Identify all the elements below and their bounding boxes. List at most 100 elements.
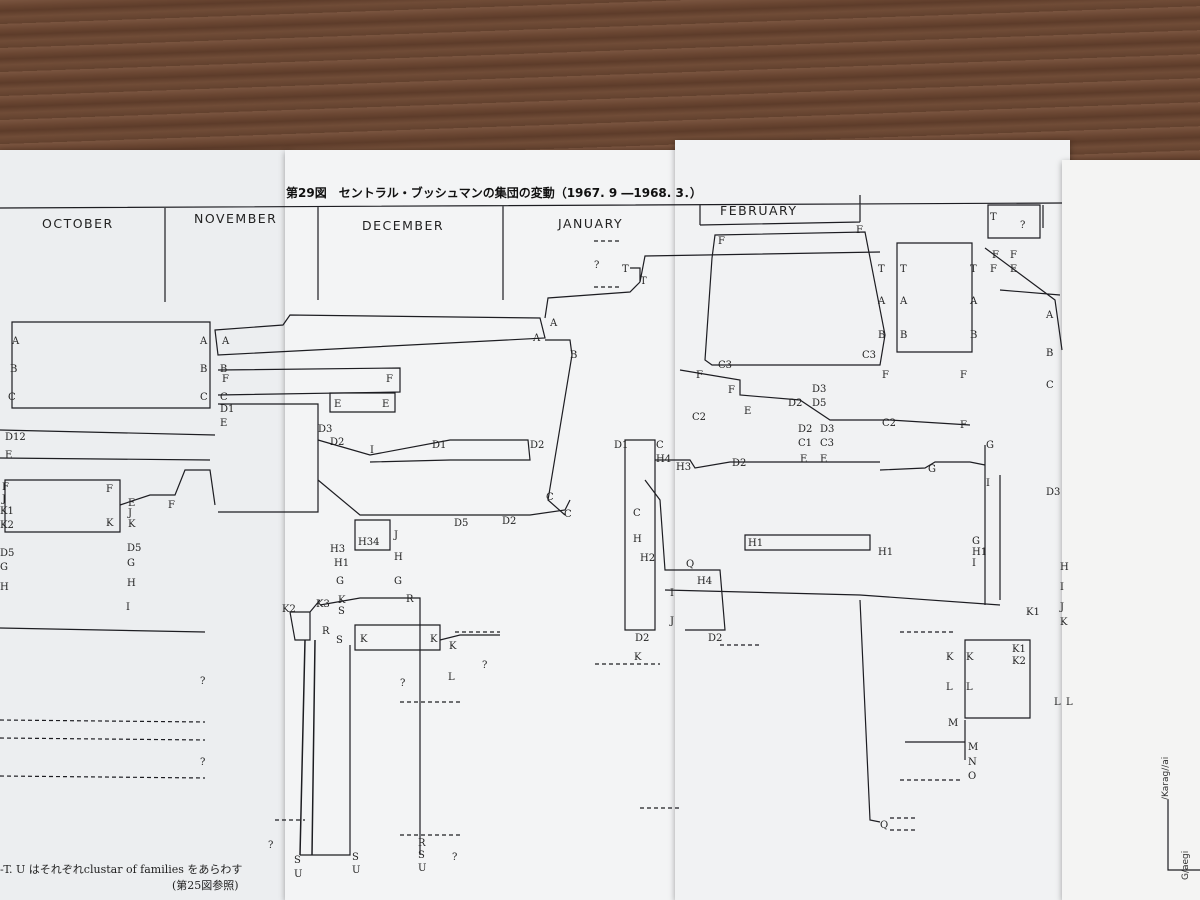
- label-c-left: C: [8, 392, 16, 403]
- label-c-jan3: C: [656, 440, 664, 451]
- label-l-far2: L: [1066, 697, 1073, 708]
- label-b-right3: B: [970, 330, 977, 341]
- label-d3-right: D3: [1046, 487, 1060, 498]
- side-label-karag: /Karag//ai: [1161, 757, 1171, 800]
- month-february: FEBRUARY: [720, 203, 798, 218]
- label-k-box-dec: K: [360, 634, 368, 645]
- label-k-right: K: [946, 652, 954, 663]
- label-s-dec2: S: [336, 635, 343, 646]
- label-l-right2: L: [966, 682, 973, 693]
- label-f-dec-right: F: [386, 374, 393, 385]
- label-d1-dec: D1: [220, 404, 234, 415]
- label-h1-right: H1: [972, 547, 987, 558]
- label-q-dec1: ?: [482, 660, 487, 671]
- label-f-box-right2: F: [1010, 250, 1017, 261]
- label-c3-feb3: C3: [820, 438, 834, 449]
- label-h4-jan: H4: [656, 454, 671, 465]
- label-f-box-right3: F: [990, 264, 997, 275]
- label-e-feb2: E: [800, 454, 807, 465]
- box-h1-feb: [744, 534, 871, 551]
- footnote-line-2: (第25図参照): [172, 878, 239, 892]
- line-m-right: [905, 720, 966, 760]
- dash-left-2: [0, 737, 206, 741]
- month-january: JANUARY: [557, 216, 623, 231]
- line-jan-lower: [644, 479, 726, 631]
- label-a-nov: A: [199, 336, 208, 347]
- label-a-right: A: [877, 296, 886, 307]
- label-e-box-right: E: [382, 399, 389, 410]
- label-l-dec: L: [448, 672, 455, 683]
- label-t-jan2: T: [640, 276, 647, 287]
- label-h-left: H: [0, 582, 9, 593]
- label-q-dec2: ?: [400, 678, 405, 689]
- label-f-nov: F: [168, 500, 175, 511]
- label-h-far: H: [1060, 562, 1069, 573]
- side-label-gaegi: G/aegi: [1181, 851, 1191, 880]
- line-k-left: [0, 627, 206, 633]
- label-k-far: K: [1060, 617, 1068, 628]
- dash-left-3: [0, 775, 206, 779]
- label-t-jan: T: [622, 264, 629, 275]
- label-d3-feb2: D3: [820, 424, 834, 435]
- label-f-left: F: [2, 482, 9, 493]
- dash-left-1: [0, 719, 206, 723]
- label-k1-right: K1: [1026, 607, 1040, 618]
- line-h-january: [655, 459, 880, 469]
- label-b-right2: B: [900, 330, 907, 341]
- book-page-far-right: [1062, 160, 1200, 900]
- label-l-right: L: [946, 682, 953, 693]
- footnote-line-1: -T. U はそれぞれclustar of families をあらわす: [0, 863, 242, 876]
- label-e-feb: E: [744, 406, 751, 417]
- box-t-right: [987, 204, 1041, 239]
- line-de-december: [218, 403, 319, 513]
- dash-feb-4: [890, 817, 915, 831]
- label-g-right2: G: [972, 536, 980, 547]
- label-u-bottom: U: [418, 863, 426, 874]
- label-r-bottom: R: [418, 838, 426, 849]
- label-d2-dec: D2: [330, 437, 344, 448]
- label-e-box: E: [334, 399, 341, 410]
- label-j-jan: J: [669, 616, 674, 627]
- line-d-january: [624, 439, 656, 631]
- label-g-nov: G: [127, 558, 135, 569]
- label-k-box-dec2: K: [430, 634, 438, 645]
- label-c-jan4: C: [633, 508, 641, 519]
- line-feb-middle: [679, 369, 971, 426]
- label-q-bottom: ?: [452, 852, 457, 863]
- month-header-frame: [0, 195, 1063, 302]
- line-dec-middle: [317, 439, 531, 463]
- label-s-bottom: S: [418, 850, 425, 861]
- label-f-dec: F: [222, 374, 229, 385]
- label-i-nov: I: [126, 602, 130, 613]
- label-l-far: L: [1054, 697, 1061, 708]
- label-f-box-right: F: [992, 250, 999, 261]
- label-c1-feb: C1: [798, 438, 812, 449]
- label-d2-feb: D2: [732, 458, 746, 469]
- label-h4-jan2: H4: [697, 576, 712, 587]
- label-f-right3: F: [960, 420, 967, 431]
- label-m-right2: M: [968, 742, 978, 753]
- label-j-left: J: [1, 494, 6, 505]
- line-g-feb: [879, 461, 986, 471]
- label-h-nov: H: [127, 578, 136, 589]
- label-r-dec: R: [406, 594, 414, 605]
- label-i-right2: I: [972, 558, 976, 569]
- line-s-december: [300, 645, 351, 856]
- label-g-left: G: [0, 562, 8, 573]
- label-q-feb: Q: [880, 820, 888, 831]
- box-fjk-october: [4, 479, 121, 533]
- dash-t-jan: [594, 240, 620, 288]
- box-abc-october: [11, 321, 211, 409]
- label-k-dec: K: [338, 595, 346, 606]
- label-d5-nov: D5: [127, 543, 141, 554]
- label-c-dec: C: [220, 392, 228, 403]
- label-b-nov: B: [200, 364, 207, 375]
- label-h3-dec: H3: [330, 544, 345, 555]
- line-f-december: [217, 367, 401, 396]
- label-q1-left: ?: [200, 676, 205, 687]
- label-q-jan: ?: [594, 260, 599, 271]
- line-ek-november: [119, 469, 216, 506]
- box-k-right: [964, 639, 1031, 719]
- label-q-jan2: Q: [686, 559, 694, 570]
- label-b-right: B: [878, 330, 885, 341]
